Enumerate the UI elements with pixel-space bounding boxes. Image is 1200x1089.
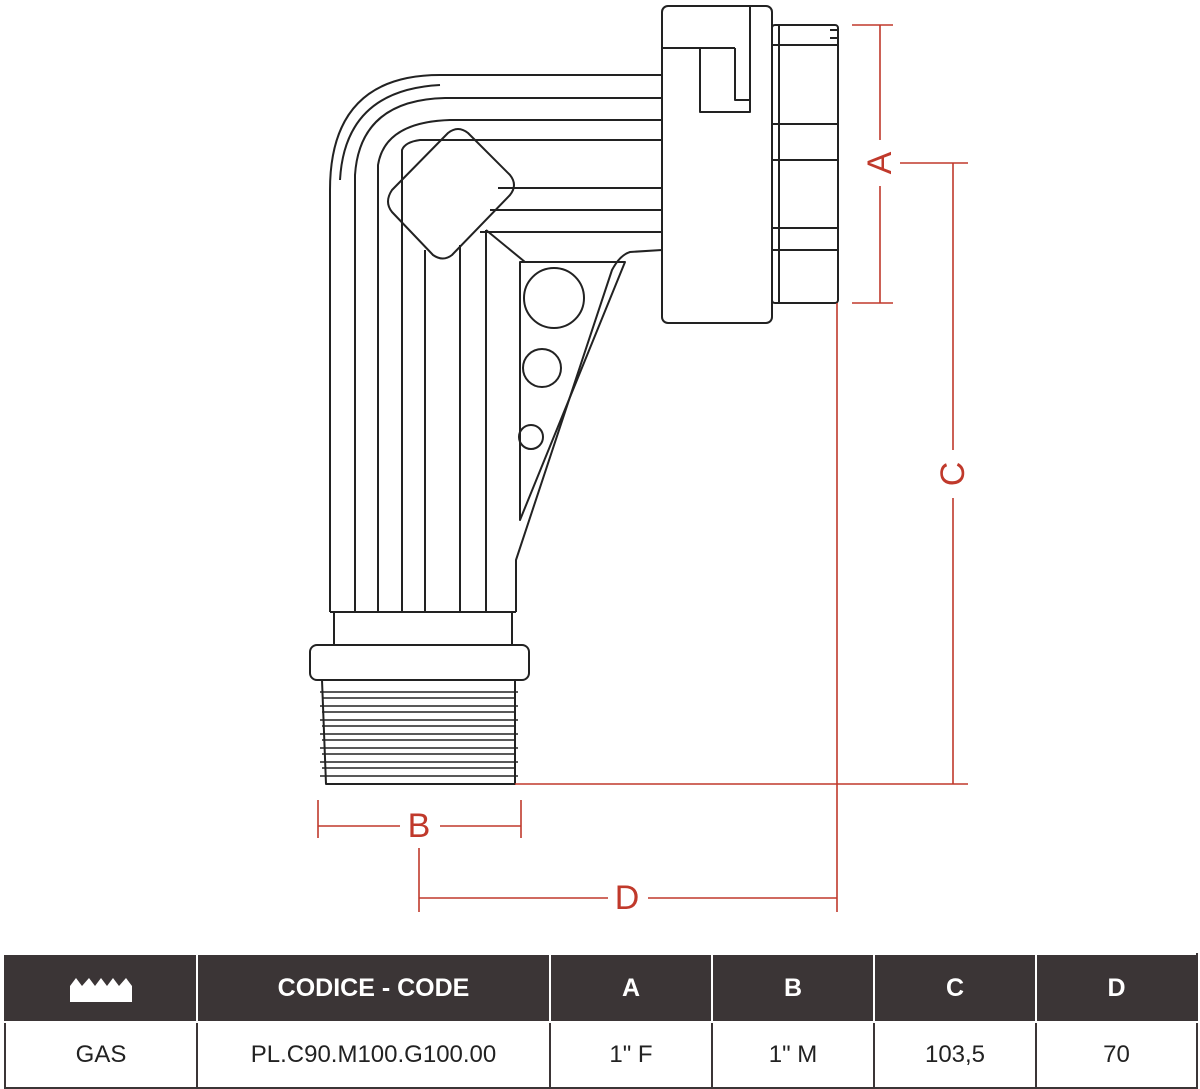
table-header-row: CODICE - CODE A B C D [4, 953, 1198, 1023]
male-thread-lines [320, 691, 518, 777]
header-code: CODICE - CODE [196, 953, 551, 1023]
thread-type-header [4, 953, 198, 1023]
dimension-label-c: C [934, 462, 972, 487]
header-c: C [873, 953, 1037, 1023]
thread-profile-icon [70, 977, 132, 1002]
cell-code: PL.C90.M100.G100.00 [196, 1021, 551, 1089]
header-a: A [549, 953, 713, 1023]
specification-table: CODICE - CODE A B C D GAS PL.C90.M100.G1… [4, 953, 1198, 1089]
technical-drawing: A C B D [309, 5, 972, 917]
elbow-fitting [309, 5, 839, 785]
dimension-label-b: B [408, 807, 431, 845]
cell-c: 103,5 [873, 1021, 1037, 1089]
dimension-label-a: A [861, 151, 899, 174]
header-d: D [1035, 953, 1198, 1023]
cell-thread-type: GAS [4, 1021, 198, 1089]
cell-d: 70 [1035, 1021, 1198, 1089]
cell-b: 1" M [711, 1021, 875, 1089]
cell-a: 1" F [549, 1021, 713, 1089]
dimension-label-d: D [615, 879, 640, 917]
table-row: GAS PL.C90.M100.G100.00 1" F 1" M 103,5 … [4, 1021, 1198, 1089]
header-b: B [711, 953, 875, 1023]
